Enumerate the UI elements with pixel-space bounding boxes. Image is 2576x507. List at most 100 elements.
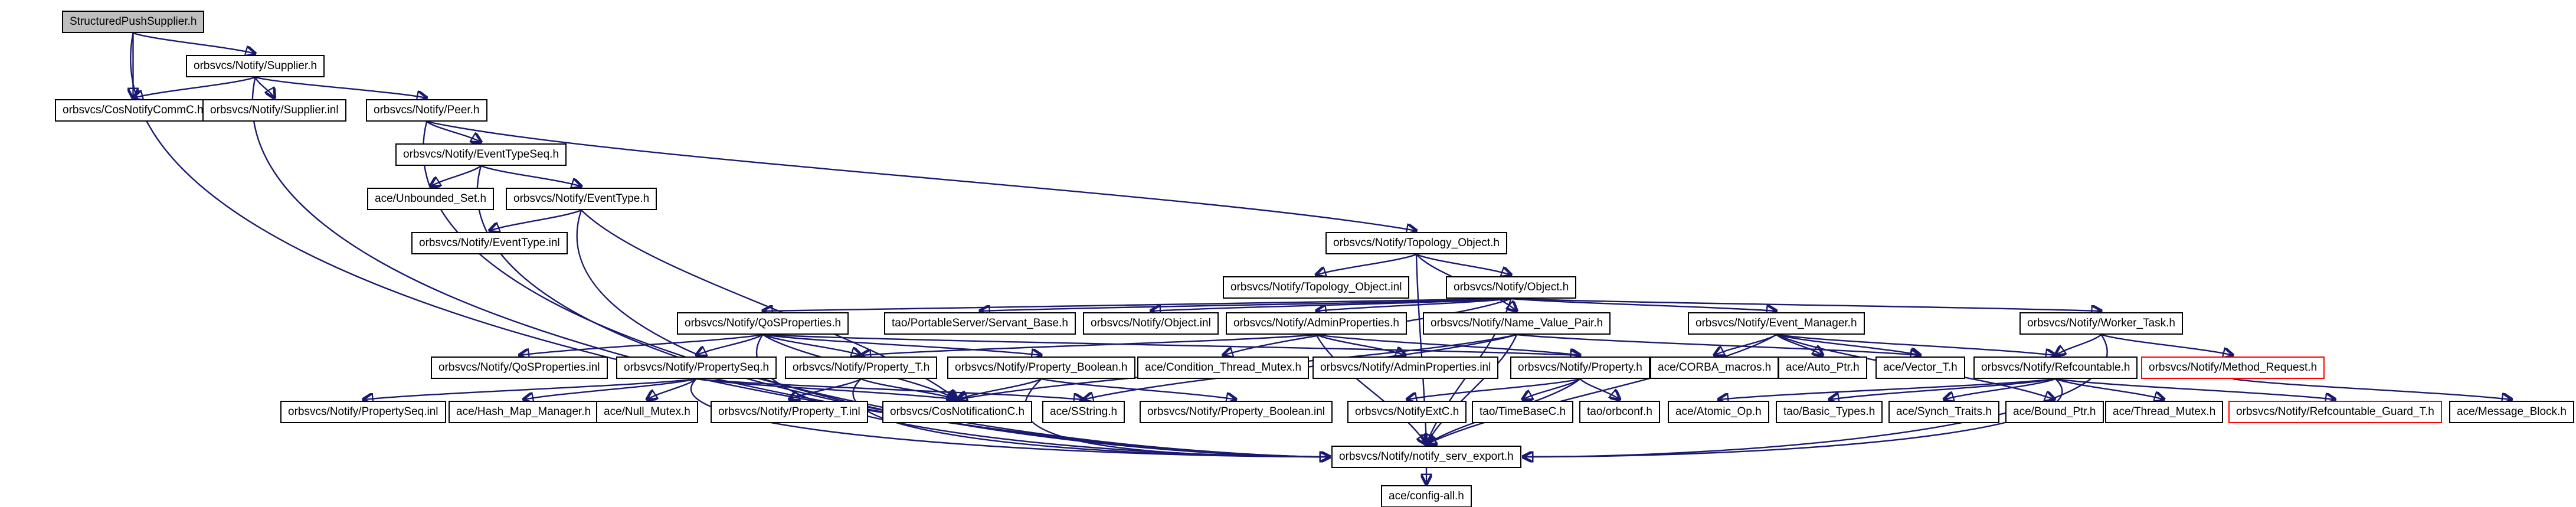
edge-eventtypeseq-unboundedset [431, 165, 482, 187]
edge-adminprops-propertyt [861, 333, 1317, 355]
edge-object-objectinl [1151, 297, 1511, 311]
edge-propertyseq-sstring [696, 378, 1084, 400]
graph-node-qospropsinl[interactable]: orbsvcs/Notify/QoSProperties.inl [431, 356, 608, 379]
graph-node-vectort[interactable]: ace/Vector_T.h [1875, 356, 1965, 379]
edge-propertyseq-propertyseqinl [364, 378, 697, 400]
graph-node-sstring[interactable]: ace/SString.h [1042, 401, 1125, 423]
edge-nvp-vectort [1516, 333, 1920, 355]
edge-workertask-export [1523, 334, 2108, 457]
edge-object-qosprops [763, 297, 1511, 311]
graph-node-propertyseq[interactable]: orbsvcs/Notify/PropertySeq.h [616, 356, 777, 379]
graph-node-eventtypeseq[interactable]: orbsvcs/Notify/EventTypeSeq.h [395, 143, 567, 166]
graph-node-supplierinl[interactable]: orbsvcs/Notify/Supplier.inl [202, 99, 346, 122]
edge-object-workertask [1511, 297, 2102, 311]
graph-node-hashmap[interactable]: ace/Hash_Map_Manager.h [449, 401, 599, 423]
graph-node-condmutex[interactable]: ace/Condition_Thread_Mutex.h [1137, 356, 1310, 379]
graph-node-topobjinl[interactable]: orbsvcs/Notify/Topology_Object.inl [1223, 276, 1410, 299]
graph-node-objectinl[interactable]: orbsvcs/Notify/Object.inl [1083, 312, 1219, 335]
edge-refcountable-basictypes [1829, 378, 2056, 400]
edge-qosprops-property [762, 333, 1580, 355]
edge-sps-supplier [133, 32, 256, 54]
graph-node-eventmgr[interactable]: orbsvcs/Notify/Event_Manager.h [1688, 312, 1865, 335]
edge-adminprops-adminpropsinl [1316, 333, 1406, 355]
graph-node-propertyseqinl[interactable]: orbsvcs/Notify/PropertySeq.inl [280, 401, 446, 423]
edge-property-timebasec [1523, 378, 1581, 400]
graph-node-property[interactable]: orbsvcs/Notify/Property.h [1510, 356, 1650, 379]
edge-eventmgr-vectort [1776, 333, 1920, 355]
graph-node-peer[interactable]: orbsvcs/Notify/Peer.h [366, 99, 487, 122]
graph-node-refguard[interactable]: orbsvcs/Notify/Refcountable_Guard_T.h [2228, 401, 2442, 423]
graph-node-notifyextc[interactable]: orbsvcs/NotifyExtC.h [1347, 401, 1467, 423]
edge-qosprops-propertyseq [696, 333, 764, 355]
edge-property-orbconf [1579, 378, 1620, 400]
edge-sps-export [130, 32, 1330, 457]
edge-adminprops-export [1315, 334, 1427, 444]
graph-node-refcountable[interactable]: orbsvcs/Notify/Refcountable.h [1973, 356, 2138, 379]
graph-node-topobj[interactable]: orbsvcs/Notify/Topology_Object.h [1325, 232, 1507, 254]
graph-node-basictypes[interactable]: tao/Basic_Types.h [1776, 401, 1883, 423]
graph-node-configall[interactable]: ace/config-all.h [1381, 485, 1472, 507]
edge-object-eventmgr [1511, 297, 1777, 311]
edge-supplier-peer [255, 76, 427, 98]
graph-node-orbconf[interactable]: tao/orbconf.h [1579, 401, 1660, 423]
graph-node-cosnotifycommc[interactable]: orbsvcs/CosNotifyCommC.h [55, 99, 211, 122]
edge-propertyseq-nullmutex [647, 378, 697, 400]
graph-node-servantbase[interactable]: tao/PortableServer/Servant_Base.h [884, 312, 1076, 335]
graph-node-boundptr[interactable]: ace/Bound_Ptr.h [2005, 401, 2104, 423]
graph-node-export[interactable]: orbsvcs/Notify/notify_serv_export.h [1331, 446, 1521, 468]
edge-peer-topobj [426, 120, 1416, 231]
graph-node-unboundedset[interactable]: ace/Unbounded_Set.h [367, 188, 495, 210]
graph-node-propboolinl[interactable]: orbsvcs/Notify/Property_Boolean.inl [1140, 401, 1333, 423]
graph-node-propertyt[interactable]: orbsvcs/Notify/Property_T.h [785, 356, 938, 379]
graph-node-propertytinl[interactable]: orbsvcs/Notify/Property_T.inl [711, 401, 868, 423]
edge-workertask-methodreq [2101, 333, 2233, 355]
graph-node-corbamacros[interactable]: ace/CORBA_macros.h [1650, 356, 1779, 379]
edge-adminprops-property [1316, 333, 1580, 355]
edge-supplier-export [251, 77, 1330, 457]
graph-node-eventtypeinl[interactable]: orbsvcs/Notify/EventType.inl [411, 232, 568, 254]
graph-node-timebasec[interactable]: tao/TimeBaseC.h [1472, 401, 1574, 423]
edge-refcountable-atomicop [1719, 378, 2056, 400]
edge-propertyseq-cosnotificationc [696, 378, 957, 400]
graph-node-synchtraits[interactable]: ace/Synch_Traits.h [1888, 401, 1999, 423]
edge-qosprops-propbool [762, 333, 1042, 355]
edge-eventtypeseq-eventtype [480, 165, 581, 187]
graph-node-qosprops[interactable]: orbsvcs/Notify/QoSProperties.h [677, 312, 849, 335]
graph-node-object[interactable]: orbsvcs/Notify/Object.h [1446, 276, 1577, 299]
graph-node-nvp[interactable]: orbsvcs/Notify/Name_Value_Pair.h [1423, 312, 1611, 335]
graph-node-nullmutex[interactable]: ace/Null_Mutex.h [596, 401, 698, 423]
graph-node-methodreq[interactable]: orbsvcs/Notify/Method_Request.h [2141, 356, 2325, 379]
graph-node-adminprops[interactable]: orbsvcs/Notify/AdminProperties.h [1226, 312, 1407, 335]
graph-node-messageblock[interactable]: ace/Message_Block.h [2449, 401, 2574, 423]
edge-eventmgr-export [1426, 333, 1777, 444]
graph-node-threadmutex[interactable]: ace/Thread_Mutex.h [2105, 401, 2224, 423]
edge-qosprops-export [756, 334, 1330, 457]
edge-eventtype-eventtypeinl [490, 209, 582, 231]
graph-node-eventtype[interactable]: orbsvcs/Notify/EventType.h [506, 188, 657, 210]
edge-refcountable-refguard [2055, 378, 2335, 400]
edge-propertyt-propertytinl [790, 378, 862, 400]
graph-node-workertask[interactable]: orbsvcs/Notify/Worker_Task.h [2019, 312, 2183, 335]
graph-node-propbool[interactable]: orbsvcs/Notify/Property_Boolean.h [947, 356, 1135, 379]
edge-nvp-export [1426, 334, 1518, 444]
graph-node-sps[interactable]: StructuredPushSupplier.h [62, 11, 205, 33]
graph-node-atomicop[interactable]: ace/Atomic_Op.h [1668, 401, 1769, 423]
edge-methodreq-messageblock [2233, 378, 2512, 400]
edge-qosprops-qospropsinl [519, 333, 763, 355]
edge-propertyseq-hashmap [523, 378, 697, 400]
edge-group [130, 32, 2512, 484]
graph-node-supplier[interactable]: orbsvcs/Notify/Supplier.h [186, 55, 325, 77]
graph-node-cosnotificationc[interactable]: orbsvcs/CosNotificationC.h [882, 401, 1033, 423]
edge-topobj-object [1416, 253, 1511, 275]
edge-eventmgr-autoptr [1776, 334, 1823, 355]
graph-node-adminpropsinl[interactable]: orbsvcs/Notify/AdminProperties.inl [1312, 356, 1499, 379]
edge-supplier-cosnotifycommc [133, 76, 256, 98]
graph-node-autoptr[interactable]: ace/Auto_Ptr.h [1778, 356, 1867, 379]
edge-qosprops-propertyt [762, 333, 862, 355]
edge-object-adminprops [1317, 297, 1511, 311]
edge-workertask-refcountable [2055, 334, 2102, 355]
edge-object-servantbase [980, 297, 1511, 311]
edge-peer-eventtypeseq [426, 121, 481, 142]
